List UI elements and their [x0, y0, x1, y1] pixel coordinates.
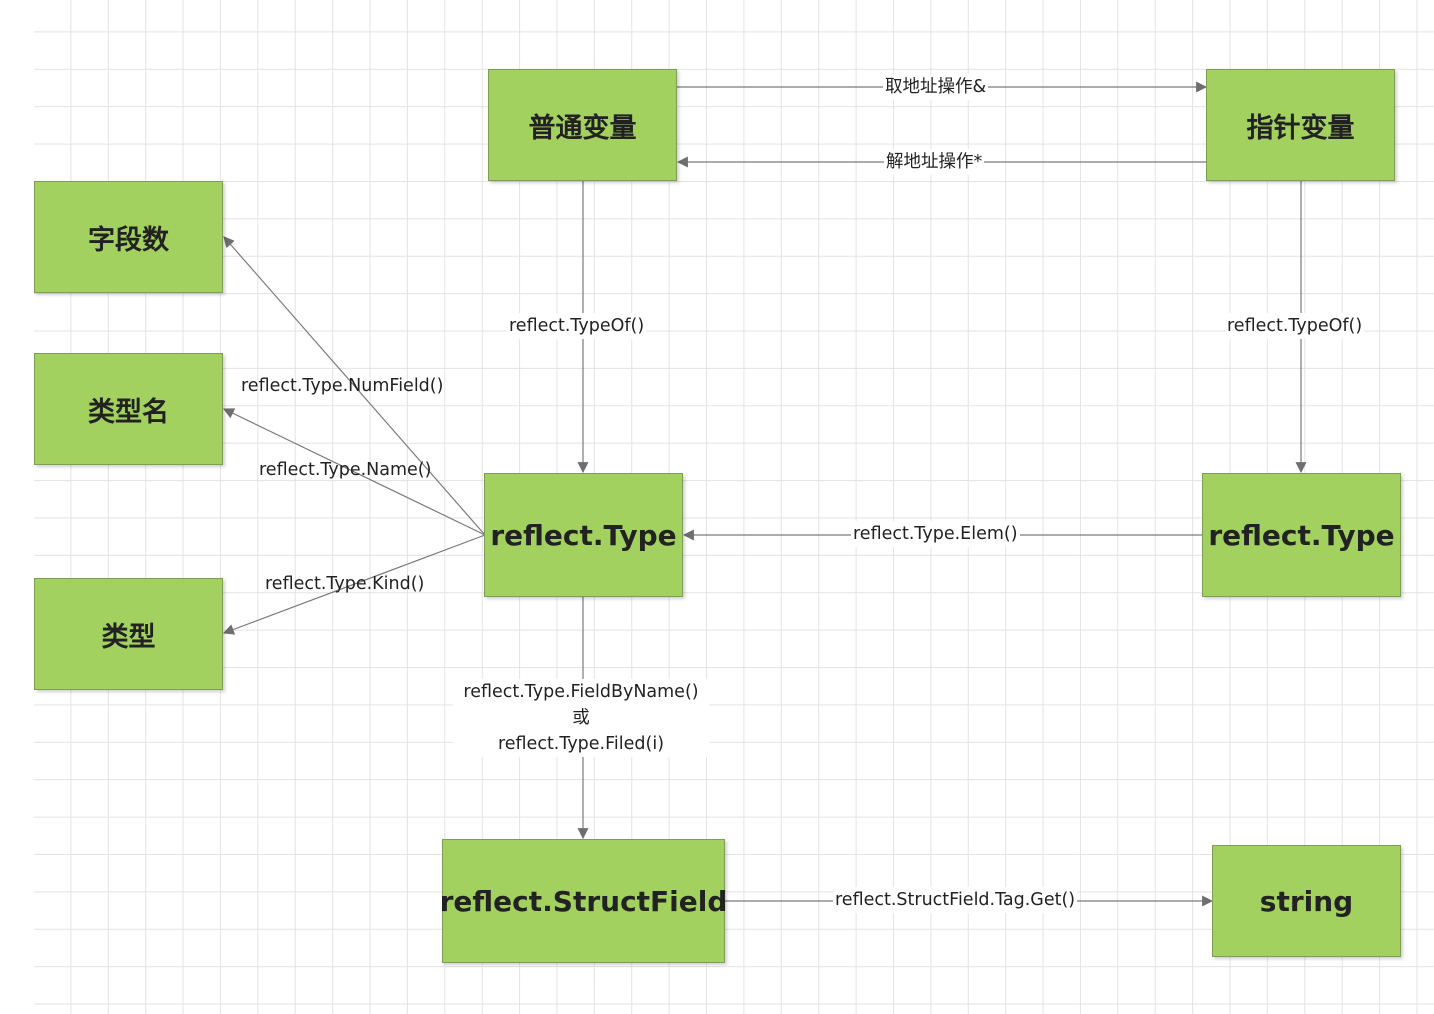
node-reflect-type-main: reflect.Type — [484, 473, 683, 597]
label-field-by-name-line1: reflect.Type.FieldByName() — [463, 682, 699, 702]
node-normal-variable: 普通变量 — [488, 69, 677, 181]
edge-name — [223, 408, 486, 536]
label-tag-get: reflect.StructField.Tag.Get() — [833, 887, 1078, 913]
node-pointer-variable: 指针变量 — [1206, 69, 1395, 181]
node-type-name: 类型名 — [34, 353, 223, 465]
label-kind: reflect.Type.Kind() — [265, 574, 425, 594]
node-reflect-struct-field: reflect.StructField — [440, 839, 727, 963]
label-typeof-left: reflect.TypeOf() — [507, 313, 647, 339]
label-num-field: reflect.Type.NumField() — [241, 376, 444, 396]
label-field-by-name-line2: 或 — [572, 708, 590, 728]
node-string: string — [1212, 845, 1401, 957]
label-typeof-right: reflect.TypeOf() — [1225, 313, 1365, 339]
canvas-grid — [34, 0, 1434, 1014]
node-kind: 类型 — [34, 578, 223, 690]
label-dereference: 解地址操作* — [884, 149, 985, 175]
label-elem: reflect.Type.Elem() — [851, 521, 1020, 547]
label-field-by-name: reflect.Type.FieldByName() 或 reflect.Typ… — [453, 679, 709, 757]
node-field-count: 字段数 — [34, 181, 223, 293]
label-field-by-name-line3: reflect.Type.Filed(i) — [497, 734, 665, 754]
edge-num-field — [223, 236, 486, 536]
node-reflect-type-pointer: reflect.Type — [1202, 473, 1401, 597]
label-address-of: 取地址操作& — [883, 74, 989, 100]
label-name: reflect.Type.Name() — [259, 460, 432, 480]
edge-kind — [222, 534, 486, 635]
